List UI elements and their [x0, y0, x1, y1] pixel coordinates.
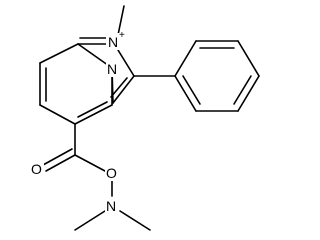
bond-ph1-ph2: [174, 40, 197, 77]
dimethylamino-group: [74, 210, 151, 231]
bond-c2-c3: [112, 75, 135, 104]
bond-ph6-ph1: [174, 75, 197, 112]
n-imidazolium-label: N: [108, 34, 118, 50]
o-ester-label: O: [106, 165, 117, 181]
n-amine-label: N: [106, 198, 116, 214]
bond-c6-c5-double: [77, 101, 108, 118]
n-bridgehead-label: N: [107, 61, 117, 77]
o-carbonyl-label: O: [31, 161, 42, 177]
bond-n-methyl-right: [119, 210, 151, 231]
atom-labels: N + N O O N: [30, 30, 125, 214]
ester-group: [42, 123, 113, 197]
phenyl-ring: [133, 40, 260, 112]
bond-carbonyl-o-double-1: [45, 154, 76, 172]
chemical-structure: N + N O O N: [30, 5, 260, 231]
bond-ph4-ph5-double: [233, 75, 252, 105]
bond-ph4-ph5: [237, 75, 260, 112]
bond-c7-c6: [39, 104, 76, 125]
pyridine-ring: [39, 37, 113, 125]
bond-n-methyl-left: [74, 210, 106, 231]
bond-c2-c3-double: [110, 77, 128, 98]
bond-n1-methyl: [117, 5, 125, 36]
bond-carbonyl-o-double-2: [42, 148, 73, 166]
bond-n1-c2: [117, 49, 135, 77]
bond-ph6-ph1-double: [182, 75, 201, 105]
bond-carbonyl-o-ester: [74, 154, 106, 172]
bond-c6-c5: [74, 104, 113, 125]
bond-c8a-c8: [39, 43, 79, 64]
positive-charge-label: +: [119, 30, 125, 41]
bond-ph3-ph4: [237, 40, 260, 77]
